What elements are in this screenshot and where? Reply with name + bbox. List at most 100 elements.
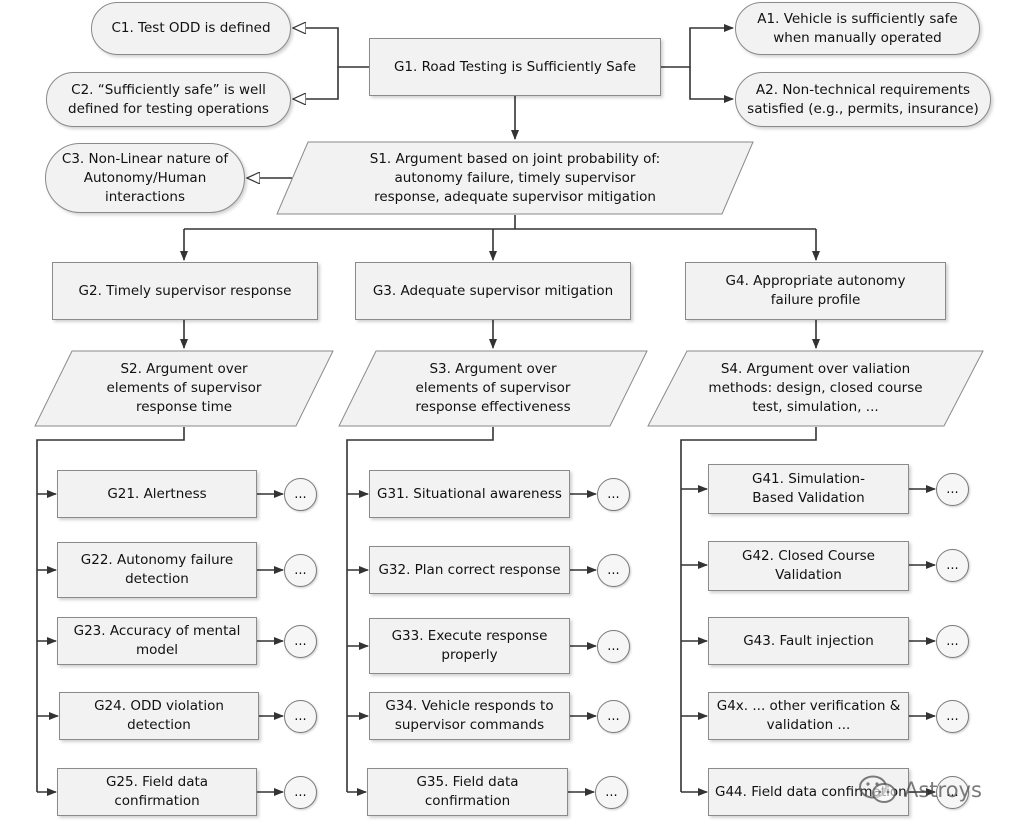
ellipsis-label: ... xyxy=(946,709,959,724)
goal-g1-label: G1. Road Testing is Sufficiently Safe xyxy=(393,58,637,75)
ellipsis-label: ... xyxy=(294,487,307,502)
ellipsis-g34: ... xyxy=(597,700,630,733)
goal-g4-label: G4. Appropriate autonomy failure profile xyxy=(725,273,906,308)
ellipsis-label: ... xyxy=(605,785,618,800)
g1-to-c2-connector xyxy=(293,67,339,99)
context-c3: C3. Non-Linear nature of Autonomy/Human … xyxy=(45,143,245,213)
ellipsis-g44: ... xyxy=(936,776,969,809)
ellipsis-label: ... xyxy=(946,558,959,573)
ellipsis-g22: ... xyxy=(284,554,317,587)
ellipsis-label: ... xyxy=(607,487,620,502)
goal-g33-label: G33. Execute response properly xyxy=(391,628,548,663)
ellipsis-g41: ... xyxy=(936,473,969,506)
ellipsis-g4x: ... xyxy=(936,700,969,733)
context-c1-label: C1. Test ODD is defined xyxy=(111,20,271,36)
goal-g23: G23. Accuracy of mental model xyxy=(57,617,257,665)
goal-g4: G4. Appropriate autonomy failure profile xyxy=(685,262,946,320)
watermark-text: Astroys xyxy=(904,778,982,802)
goal-g42: G42. Closed Course Validation xyxy=(708,541,909,591)
ellipsis-g43: ... xyxy=(936,625,969,658)
goal-g42-label: G42. Closed Course Validation xyxy=(742,548,875,583)
goal-g33: G33. Execute response properly xyxy=(369,618,570,674)
goal-g43-label: G43. Fault injection xyxy=(743,632,874,649)
context-c3-label: C3. Non-Linear nature of Autonomy/Human … xyxy=(61,150,229,205)
goal-g31: G31. Situational awareness xyxy=(369,470,570,518)
goal-g24: G24. ODD violation detection xyxy=(59,692,259,740)
ellipsis-g24: ... xyxy=(284,700,317,733)
assumption-a2-label: A2. Non-technical requirements satisfied… xyxy=(747,81,979,117)
goal-g44-label: G44. Field data confirmation xyxy=(715,783,907,800)
assumption-a1-label: A1. Vehicle is sufficiently safe when ma… xyxy=(757,10,958,46)
goal-g21: G21. Alertness xyxy=(57,470,257,518)
goal-g43: G43. Fault injection xyxy=(708,617,909,665)
strategy-s4-label: S4. Argument over valiation methods: des… xyxy=(708,361,923,415)
goal-g32: G32. Plan correct response xyxy=(369,546,570,594)
strategy-s1: S1. Argument based on joint probability … xyxy=(276,141,754,215)
ellipsis-label: ... xyxy=(607,563,620,578)
s2-branch-bus xyxy=(36,427,185,792)
ellipsis-g31: ... xyxy=(597,478,630,511)
ellipsis-label: ... xyxy=(607,709,620,724)
goal-g22-label: G22. Autonomy failure detection xyxy=(80,552,234,587)
goal-g32-label: G32. Plan correct response xyxy=(378,561,561,578)
strategy-s1-shape xyxy=(276,141,754,215)
goal-g2-label: G2. Timely supervisor response xyxy=(78,282,292,299)
strategy-s2: S2. Argument over elements of supervisor… xyxy=(34,350,334,427)
s4-branch-bus xyxy=(680,427,817,792)
ellipsis-g23: ... xyxy=(284,625,317,658)
goal-g2: G2. Timely supervisor response xyxy=(52,262,318,320)
goal-g24-label: G24. ODD violation detection xyxy=(94,698,224,733)
goal-g3: G3. Adequate supervisor mitigation xyxy=(355,262,631,320)
ellipsis-label: ... xyxy=(294,634,307,649)
g1-to-a2-connector xyxy=(689,67,734,103)
goal-g34-label: G34. Vehicle responds to supervisor comm… xyxy=(385,698,554,733)
ellipsis-label: ... xyxy=(294,563,307,578)
g1-to-c1-connector xyxy=(293,28,369,68)
g1-to-a1-connector xyxy=(661,24,734,68)
goal-g41: G41. Simulation-Based Validation xyxy=(708,464,909,514)
s3-branch-bus xyxy=(346,427,494,792)
goal-g35-label: G35. Field data confirmation xyxy=(416,774,519,809)
goal-g4x: G4x. ... other verification & validation… xyxy=(708,692,909,740)
goal-g21-label: G21. Alertness xyxy=(107,485,207,502)
goal-g25: G25. Field data confirmation xyxy=(57,768,257,816)
goal-g25-label: G25. Field data confirmation xyxy=(105,774,209,809)
context-c2-label: C2. “Sufficiently safe” is well defined … xyxy=(68,81,269,117)
ellipsis-g25: ... xyxy=(284,776,317,809)
strategy-s3-label: S3. Argument over elements of supervisor… xyxy=(415,361,571,415)
strategy-s3-shape xyxy=(338,350,648,427)
assumption-a2: A2. Non-technical requirements satisfied… xyxy=(735,72,991,127)
ellipsis-g21: ... xyxy=(284,478,317,511)
goal-g1: G1. Road Testing is Sufficiently Safe xyxy=(369,38,661,96)
strategy-s2-label: S2. Argument over elements of supervisor… xyxy=(106,361,262,415)
ellipsis-label: ... xyxy=(294,709,307,724)
ellipsis-g32: ... xyxy=(597,554,630,587)
ellipsis-g42: ... xyxy=(936,549,969,582)
goal-g3-label: G3. Adequate supervisor mitigation xyxy=(372,282,614,299)
ellipsis-label: ... xyxy=(607,639,620,654)
strategy-s2-shape xyxy=(34,350,334,427)
ellipsis-label: ... xyxy=(294,785,307,800)
strategy-s3: S3. Argument over elements of supervisor… xyxy=(338,350,648,427)
ellipsis-label: ... xyxy=(946,785,959,800)
context-c2: C2. “Sufficiently safe” is well defined … xyxy=(46,72,291,127)
goal-g4x-label: G4x. ... other verification & validation… xyxy=(716,698,901,733)
strategy-s4-shape xyxy=(647,350,984,427)
goal-g23-label: G23. Accuracy of mental model xyxy=(73,623,241,658)
goal-g22: G22. Autonomy failure detection xyxy=(57,542,257,598)
watermark: Astroys xyxy=(858,770,1008,810)
goal-g41-label: G41. Simulation-Based Validation xyxy=(751,471,865,506)
ellipsis-label: ... xyxy=(946,482,959,497)
context-c1: C1. Test ODD is defined xyxy=(91,2,291,55)
strategy-s1-label: S1. Argument based on joint probability … xyxy=(369,150,661,205)
goal-g34: G34. Vehicle responds to supervisor comm… xyxy=(369,692,570,740)
assumption-a1: A1. Vehicle is sufficiently safe when ma… xyxy=(735,2,980,55)
strategy-s4: S4. Argument over valiation methods: des… xyxy=(647,350,984,427)
s1-to-goals-bus xyxy=(184,215,816,230)
wechat-logo-icon xyxy=(859,775,896,803)
ellipsis-label: ... xyxy=(946,634,959,649)
ellipsis-g35: ... xyxy=(595,776,628,809)
ellipsis-g33: ... xyxy=(597,630,630,663)
goal-g35: G35. Field data confirmation xyxy=(367,768,568,816)
